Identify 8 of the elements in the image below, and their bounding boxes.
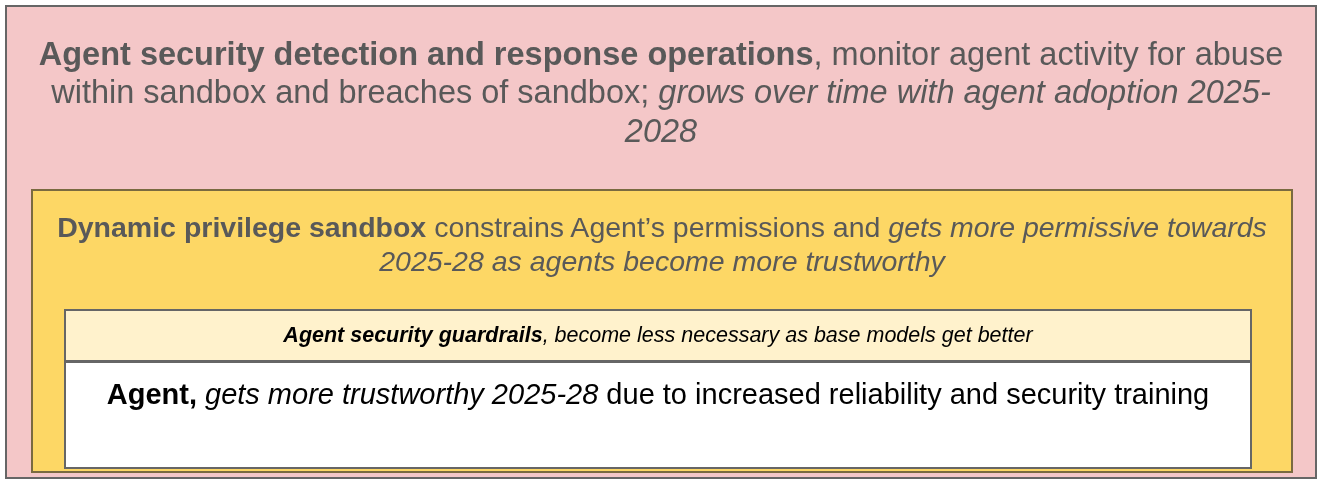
container-box <box>64 309 1252 362</box>
box-text: Agent, gets more trustworthy 2025-28 due to increased reliability and security training <box>105 377 1211 412</box>
container-box <box>5 5 1317 479</box>
container-box <box>31 189 1293 473</box>
box-text: Agent security guardrails, become less necessary as base models get better <box>282 323 1035 349</box>
box-text: Agent security detection and response operations, monitor agent activity for abuse within sandbox and breaches of sandbox; grows over time with agent adoption 2025-2028 <box>37 35 1285 151</box>
container-box <box>64 361 1252 469</box>
box-text: Dynamic privilege sandbox constrains Agent’s permissions and gets more permissive towards 2025-28 as agents become more trustworthy <box>56 211 1268 279</box>
